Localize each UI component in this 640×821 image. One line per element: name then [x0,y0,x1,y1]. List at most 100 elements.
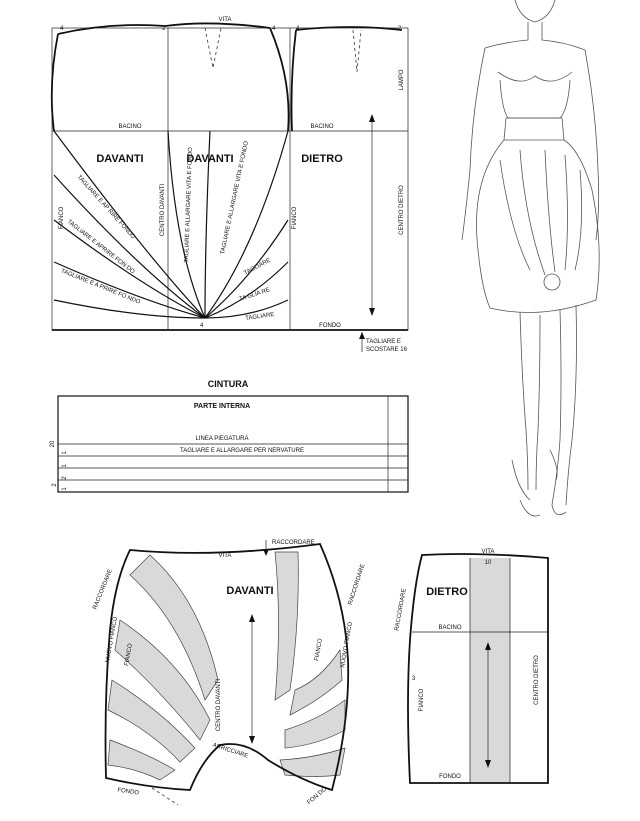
shaded-panel [289,648,343,716]
dietro-label: DIETRO [426,586,468,598]
side-measure: 1 [62,487,68,491]
arrow-down-small-icon [263,549,269,556]
scostare-label: SCOSTARE 16 [366,347,408,353]
body-sketch [499,79,571,119]
nuovo-fianco-label: NUOVO FIANCO [340,621,354,668]
centro-dietro-label: CENTRO DIETRO [399,185,405,235]
arrow-up-icon [485,642,491,650]
bacino-label: BACINO [118,124,141,130]
side-measure: 2 [52,483,58,487]
shaded-panel [114,619,211,741]
fianco-label: FIANCO [292,206,298,229]
shaded-panel [129,554,219,701]
side-measure: 1 [62,451,68,455]
bottom-back-pattern: VITA 10 DIETRO RACCORDARE BACINO 3 FIANC… [394,549,549,784]
fianco-label: FIANCO [314,638,324,662]
centro-dietro-label: CENTRO DIETRO [534,655,540,705]
cintura-pattern: CINTURA PARTE INTERNA LINEA PIEGATURA TA… [50,379,409,493]
tagliare-label: TAGLIARE E [366,339,401,345]
fianco-label: FIANCO [59,206,65,229]
leg-sketch [519,311,529,491]
slash-label: TAGLIARE E A PRIRE FO NDO [60,268,141,305]
num-label: 3 [412,676,416,682]
arrow-up-icon [249,614,255,622]
fashion-illustration [461,0,600,517]
shaded-panel [107,679,196,763]
arm-sketch [461,47,486,241]
front-waist-curve [57,22,271,35]
arrow-down-icon [369,308,375,316]
skirt-sketch [476,139,600,313]
num-label: 4 [272,26,276,32]
num-label: 2 [398,26,402,32]
fondo-label: FONDO [439,774,461,780]
centro-davanti-label: CENTRO DAVANTI [216,679,222,731]
back-side-seam [290,29,297,132]
top-pattern: VITA 4 2 4 4 2 4 BACINO BACINO DAVANTI D… [50,17,409,353]
leg-sketch [565,304,577,506]
parte-interna-label: PARTE INTERNA [194,403,250,410]
raccordare-label: RACCORDARE [272,540,315,546]
raccordare-label: RACCORDARE [348,563,367,605]
arrow-down-icon [485,760,491,768]
side-measure: 1 [62,464,68,468]
dietro-label: DIETRO [301,153,343,165]
shoe-sketch [511,449,558,501]
davanti-label: DAVANTI [186,153,233,165]
body-sketch [541,22,586,51]
bacino-label: BACINO [310,124,333,130]
leg-sketch [551,309,562,506]
slash-label: TAGLIARE E ALLARGARE VITA E FONDO [184,147,194,263]
front-dart [204,27,222,69]
num-label: 4 [200,323,204,329]
slash-label: TA GLIA RE [239,287,271,303]
bustier-sketch [497,71,573,82]
shoe-sketch [519,499,567,517]
vita-label: VITA [219,17,232,23]
fondo-label: FONDO [319,323,341,329]
body-sketch [484,22,529,49]
centro-davanti-label: CENTRO DAVANTI [160,184,166,236]
num-label: 4 [296,26,300,32]
lampo-label: LAMPO [399,69,405,90]
davanti-label: DAVANTI [96,153,143,165]
back-dart [352,29,362,73]
arrow-up-icon [369,114,375,122]
fondo-leader [151,787,179,806]
slash-label: TAGLIARE [245,312,275,322]
num-label: 10 [485,560,492,566]
leg-sketch [535,314,541,491]
arm-sketch [584,49,600,241]
bottom-front-pattern: VITA RACCORDARE DAVANTI RACCORDARE RACCO… [92,540,366,806]
front-side-seam [50,33,59,132]
shaded-panel [274,551,299,701]
fianco-label: FIANCO [124,643,134,667]
shaded-panel [107,739,176,781]
back-shaded-panel [470,558,510,783]
side-measure: 2 [62,476,68,480]
vita-label: VITA [482,549,495,555]
drape-sketch [499,149,583,276]
top-pattern-frame [51,27,409,331]
tagliare-nervature-label: TAGLIARE E ALLARGARE PER NERVATURE [180,448,304,454]
davanti-label: DAVANTI [226,585,273,597]
num-label: 4 [60,26,64,32]
slash-lines [53,130,289,319]
linea-piegatura-label: LINEA PIEGATURA [196,436,249,442]
back-outline [407,553,549,784]
slash-label: TAGLIARE [243,258,272,277]
rosette-sketch [543,273,561,291]
raccordare-label: RACCORDARE [394,588,407,631]
arrow-down-icon [249,736,255,744]
cintura-title: CINTURA [208,379,249,389]
side-measure: 20 [50,440,56,447]
fondo-label: FON DO [306,786,328,806]
front-side-seam-2 [269,27,290,132]
waistband-sketch [503,117,565,141]
fondo-label: FONDO [117,788,140,797]
arrow-up-small-icon [359,332,365,339]
raccordare-label: RACCORDARE [92,569,114,611]
head-sketch [514,0,556,23]
fianco-label: FIANCO [419,688,425,711]
